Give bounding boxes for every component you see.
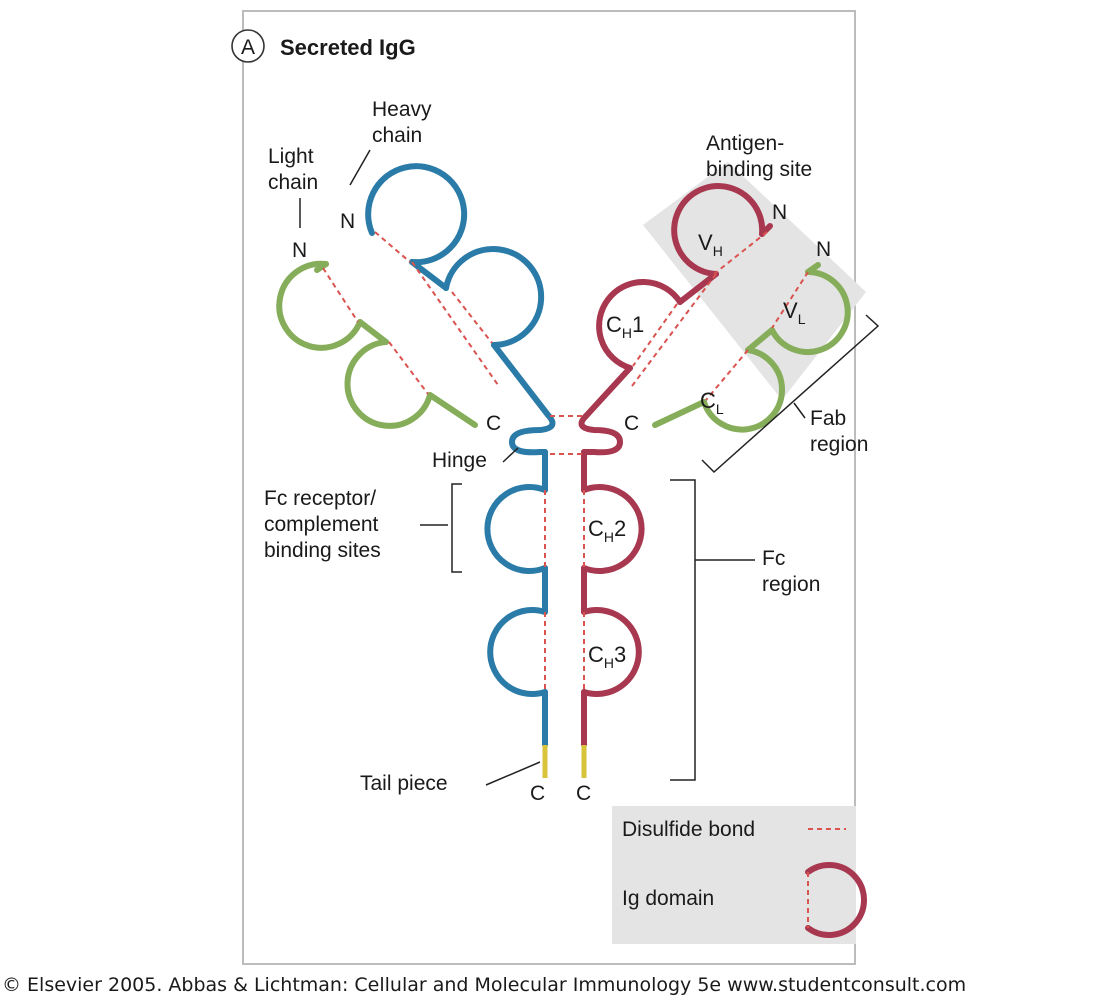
svg-text:CH2: CH2 (588, 516, 626, 545)
fab-region-bracket (701, 314, 880, 474)
heavy-chain-leader (349, 149, 371, 186)
fc-receptor-label-line1: Fc receptor/ (264, 487, 376, 510)
antigen-site-label-line2: binding site (706, 158, 812, 181)
svg-text:VH: VH (698, 230, 723, 259)
light-chain-label-line1: Light (268, 145, 314, 168)
n-terminus-left-heavy: N (340, 210, 355, 233)
fc-receptor-bracket (451, 483, 462, 573)
fab-region-label-line1: Fab (810, 407, 846, 430)
fab-region-label-line2: region (810, 433, 868, 456)
fc-receptor-label-line3: binding sites (264, 539, 381, 562)
legend-ig-domain-swatch (805, 862, 867, 938)
tail-piece-label: Tail piece (360, 772, 448, 795)
domain-ch2: CH2 (588, 516, 626, 545)
svg-text:CH3: CH3 (588, 642, 626, 671)
left-light-chain (276, 260, 478, 429)
panel-letter: A (241, 36, 255, 59)
antigen-site-label-line1: Antigen- (706, 132, 784, 155)
diagram-title: Secreted IgG (280, 35, 416, 60)
disulfide-bonds (322, 231, 809, 692)
n-terminus-right-light: N (816, 238, 831, 261)
right-heavy-chain (578, 183, 773, 748)
hinge-leader (502, 447, 519, 463)
domain-vh: VH (698, 230, 723, 259)
fc-region-label-line2: region (762, 573, 820, 596)
legend-ig-domain-label: Ig domain (622, 887, 714, 910)
fc-region-bracket (670, 479, 696, 781)
left-heavy-chain (365, 163, 556, 748)
svg-text:VL: VL (783, 298, 806, 327)
copyright-footer: © Elsevier 2005. Abbas & Lichtman: Cellu… (2, 974, 967, 996)
heavy-chain-label-line1: Heavy (372, 98, 432, 121)
hinge-label: Hinge (432, 449, 487, 472)
heavy-chain-label-line2: chain (372, 124, 422, 147)
diagram-panel (242, 10, 856, 965)
c-terminus-right-heavy: C (576, 782, 591, 805)
light-chain-label-line2: chain (268, 171, 318, 194)
svg-text:CH1: CH1 (606, 312, 644, 341)
svg-text:CL: CL (700, 388, 724, 417)
c-terminus-left-heavy: C (530, 782, 545, 805)
fc-receptor-label-line2: complement (264, 513, 379, 536)
right-light-chain (652, 262, 851, 433)
n-terminus-right-heavy: N (772, 201, 787, 224)
domain-ch1: CH1 (606, 312, 644, 341)
legend-disulfide-label: Disulfide bond (622, 818, 755, 841)
c-terminus-right-light: C (624, 412, 639, 435)
domain-cl: CL (700, 388, 724, 417)
legend-box (612, 806, 856, 944)
antigen-binding-shade (643, 162, 866, 400)
panel-letter-circle (231, 29, 265, 63)
domain-vl: VL (783, 298, 806, 327)
domain-ch3: CH3 (588, 642, 626, 671)
fab-region-leader (793, 402, 806, 419)
n-terminus-left-light: N (292, 239, 307, 262)
tail-piece-leader (485, 761, 541, 786)
c-terminus-left-light: C (486, 412, 501, 435)
fc-region-label-line1: Fc (762, 547, 785, 570)
